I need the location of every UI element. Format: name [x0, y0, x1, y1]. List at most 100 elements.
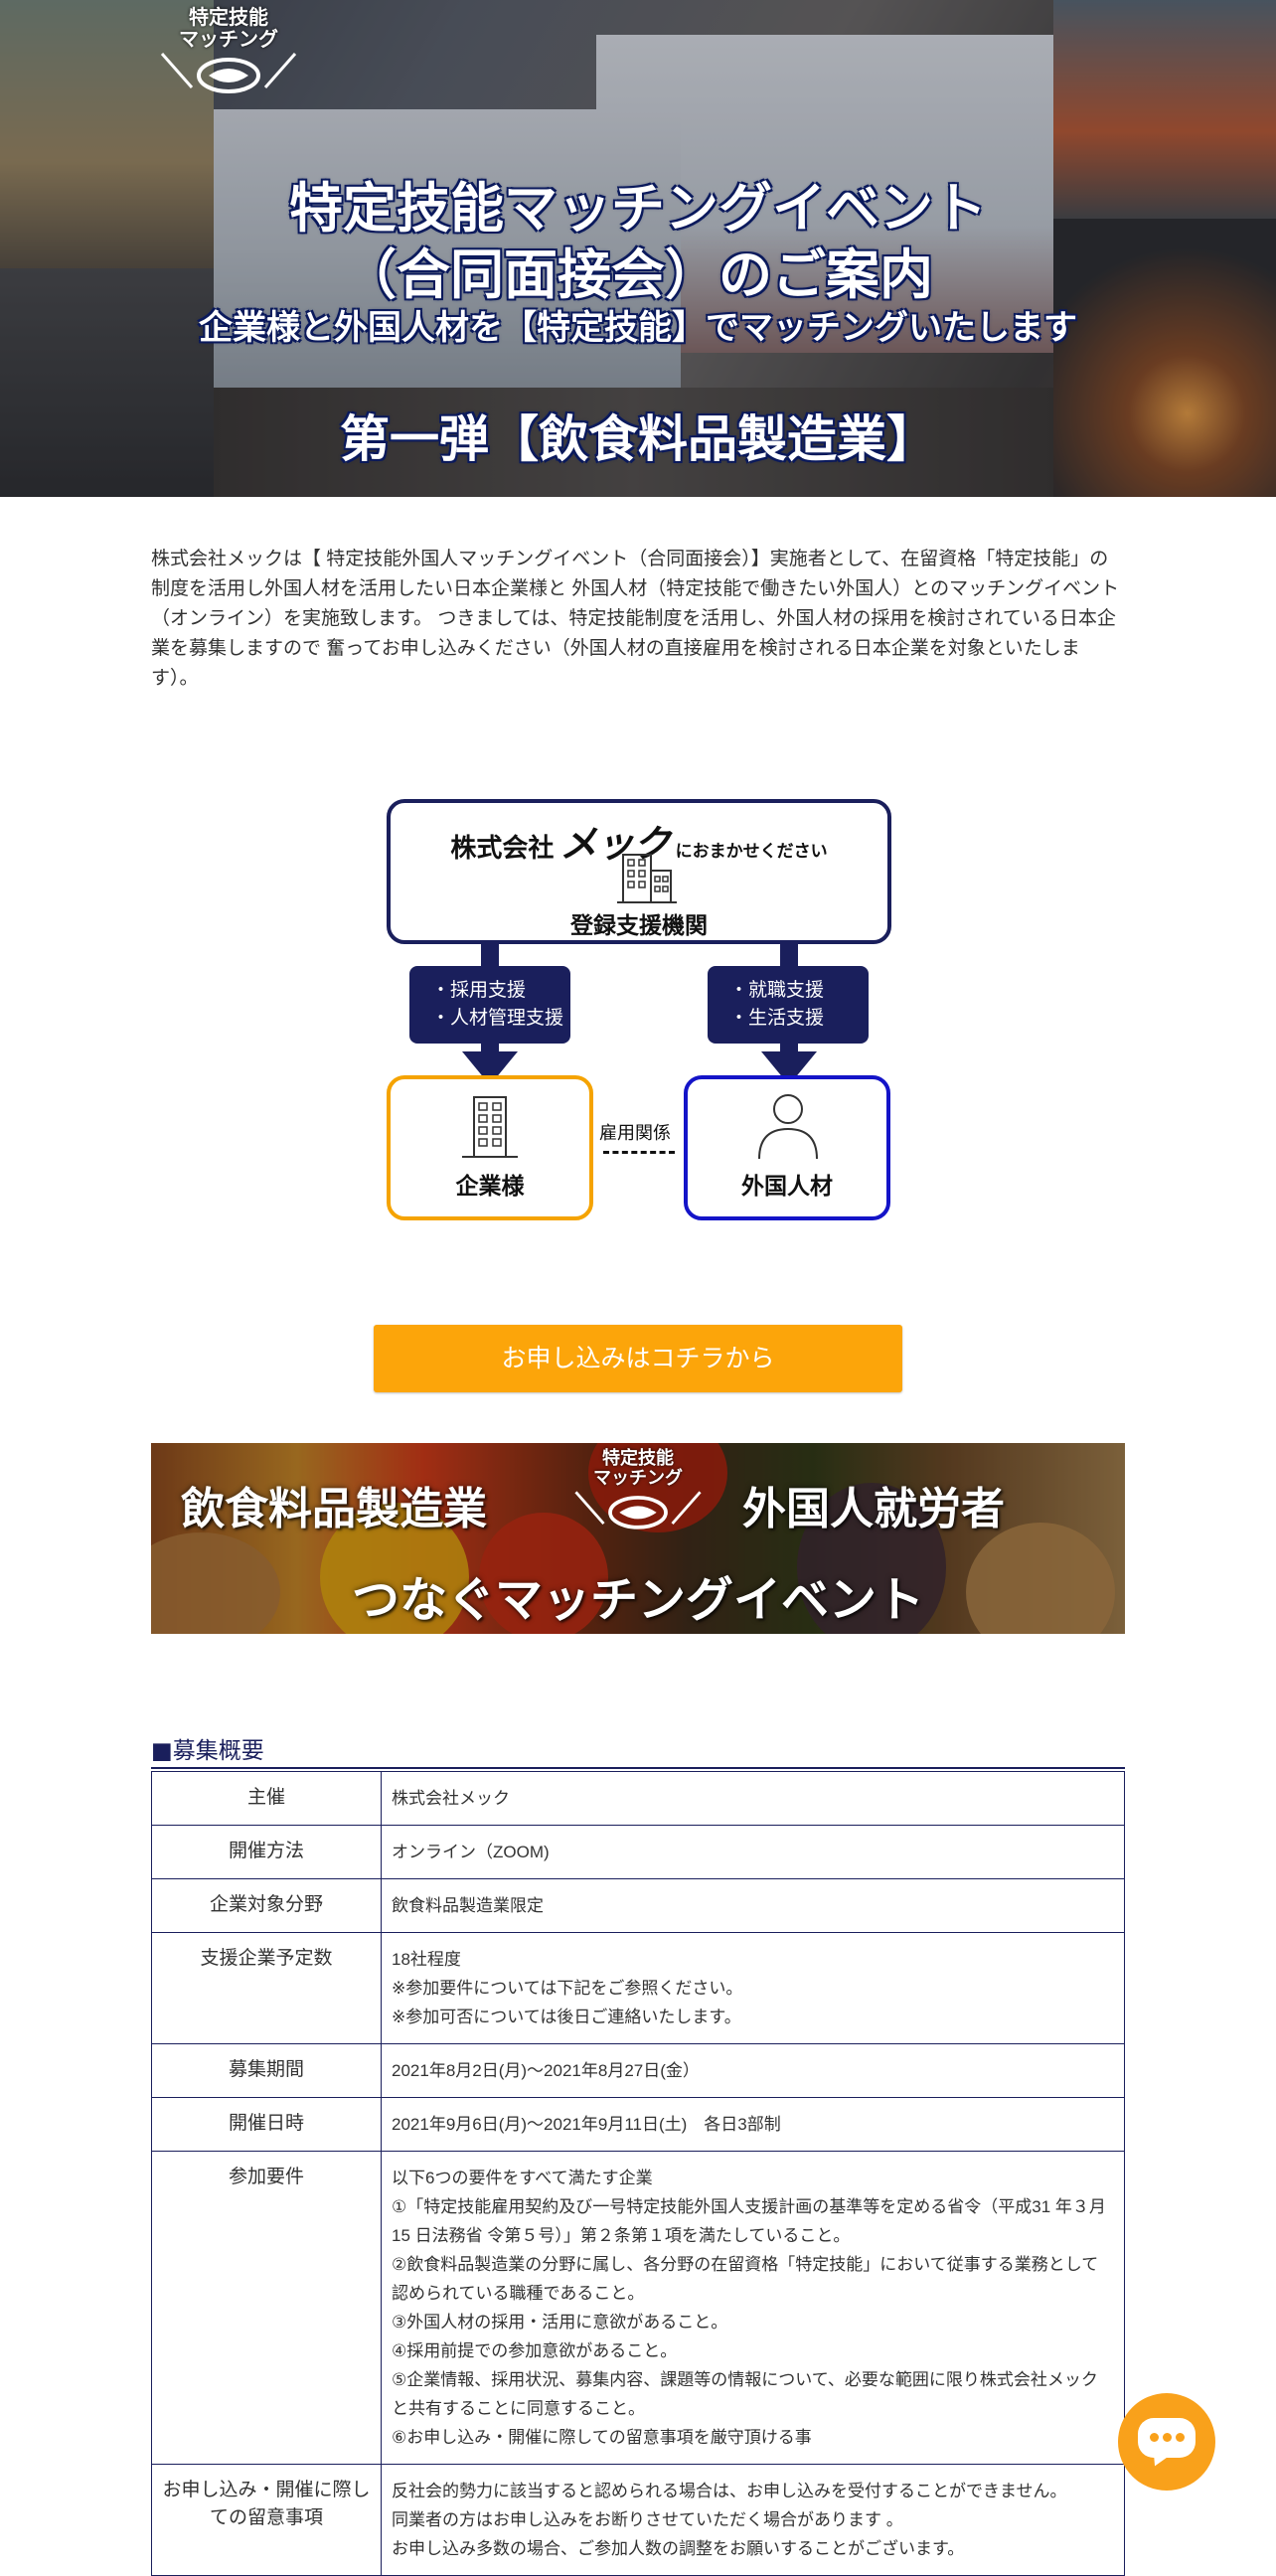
row-label: お申し込み・開催に際しての留意事項 — [151, 2464, 382, 2576]
banner-logo-line2: マッチング — [593, 1468, 683, 1489]
row-value: 飲食料品製造業限定 — [381, 1878, 1125, 1933]
foreign-worker-label: 外国人材 — [741, 1174, 833, 1200]
row-value: 2021年8月2日(月)～2021年8月27日(金） — [381, 2043, 1125, 2098]
handshake-icon — [574, 1491, 702, 1530]
support-org-box: 株式会社 メック におまかせください 登録支援機関 — [387, 799, 891, 944]
support-diagram: 株式会社 メック におまかせください 登録支援機関 ・採用支援 ・人材管理支援 … — [383, 795, 899, 1222]
banner-industry: 飲食料品製造業 — [181, 1484, 487, 1534]
chat-dot — [1176, 2433, 1185, 2442]
row-value-line: ②飲食料品製造業の分野に属し、各分野の在留資格「特定技能」において従事する業務と… — [392, 2255, 1099, 2303]
table-row: 募集期間 2021年8月2日(月)～2021年8月27日(金） — [151, 2043, 1125, 2098]
worker-support-2: ・生活支援 — [729, 1007, 825, 1029]
row-value-line: 2021年8月2日(月)～2021年8月27日(金） — [392, 2061, 700, 2080]
table-row: 主催株式会社メック — [151, 1771, 1125, 1826]
building-icon — [617, 854, 677, 903]
hero-logo: 特定技能 マッチング — [149, 6, 308, 101]
banner-workers: 外国人就労者 — [742, 1484, 1005, 1534]
company-suffix: におまかせください — [675, 842, 828, 862]
employer-label: 企業様 — [455, 1174, 525, 1200]
hero-photo-worker-right — [1053, 0, 1276, 219]
table-row: お申し込み・開催に際しての留意事項反社会的勢力に該当すると認められる場合は、お申… — [151, 2464, 1125, 2576]
hero-title-line2: （合同面接会）のご案内 — [343, 243, 933, 306]
hero-logo-line2: マッチング — [179, 27, 278, 51]
employer-support-2: ・人材管理支援 — [431, 1007, 564, 1029]
hero-photo-worker — [0, 0, 214, 268]
row-label: 開催方法 — [151, 1825, 382, 1879]
row-value-line: 2021年9月6日(月)～2021年9月11日(土) 各日3部制 — [392, 2115, 781, 2134]
hero-banner: 特定技能 マッチング 特定技能マッチングイベント （合同面接会）のご案内 企業様… — [0, 0, 1276, 497]
hero-photo-factory — [214, 388, 1053, 497]
row-label: 主催 — [151, 1771, 382, 1826]
row-value-line: 反社会的勢力に該当すると認められる場合は、お申し込みを受付することができません。 — [392, 2482, 1067, 2500]
hero-subtitle: 企業様と外国人材を【特定技能】でマッチングいたします — [199, 308, 1077, 348]
row-value: 18社程度 ※参加要件については下記をご参照ください。 ※参加可否については後日ご連… — [381, 1932, 1125, 2044]
row-value-line: 以下6つの要件をすべて満たす企業 — [392, 2169, 653, 2187]
event-banner: 特定技能 マッチング 飲食料品製造業 外国人就労者 つなぐマッチングイベント — [151, 1443, 1125, 1634]
banner-logo: 特定技能 マッチング — [563, 1449, 713, 1536]
org-label: 登録支援機関 — [570, 913, 708, 939]
row-value: 2021年9月6日(月)～2021年9月11日(土) 各日3部制 — [381, 2097, 1125, 2152]
employment-relation-label: 雇用関係 — [599, 1123, 671, 1144]
foreign-worker-box: 外国人材 — [684, 1075, 890, 1220]
hero-edition: 第一弾【飲食料品製造業】 — [340, 410, 936, 468]
hero-photo-kitchen — [214, 109, 681, 388]
hero-photo-welding — [1053, 219, 1276, 497]
hero-title-line1: 特定技能マッチングイベント — [289, 177, 987, 240]
row-label: 募集期間 — [151, 2043, 382, 2098]
banner-veg-onion — [966, 1523, 1115, 1634]
person-icon — [758, 1094, 818, 1160]
row-value-line: ※参加要件については下記をご参照ください。 — [392, 1979, 743, 1998]
chat-dot — [1150, 2433, 1159, 2442]
apply-button[interactable]: お申し込みはコチラから — [374, 1325, 902, 1392]
chat-dot — [1163, 2433, 1172, 2442]
row-value-line: ⑥お申し込み・開催に際しての留意事項を厳守頂ける事 — [392, 2428, 812, 2447]
row-value-line: お申し込み多数の場合、ご参加人数の調整をお願いすることがございます。 — [392, 2539, 965, 2558]
employment-relation-line — [603, 1151, 675, 1154]
recruit-section-title: ■募集概要 — [151, 1731, 1125, 1769]
row-value-line: ③外国人材の採用・活用に意欲があること。 — [392, 2313, 728, 2332]
row-value-line: ※参加可否については後日ご連絡いたします。 — [392, 2008, 741, 2026]
employer-support-1: ・採用支援 — [431, 979, 527, 1001]
table-row: 開催方法オンライン（ZOOM) — [151, 1825, 1125, 1879]
company-prefix: 株式会社 — [450, 834, 555, 864]
row-label: 企業対象分野 — [151, 1878, 382, 1933]
banner-event: つなぐマッチングイベント — [351, 1572, 924, 1628]
hero-overlay — [0, 0, 1276, 497]
banner-veg-eggplant — [797, 1483, 946, 1634]
employer-support-pill: ・採用支援 ・人材管理支援 — [409, 966, 570, 1044]
row-value: オンライン（ZOOM) — [381, 1825, 1125, 1879]
table-row: 企業対象分野飲食料品製造業限定 — [151, 1878, 1125, 1933]
table-row: 開催日時 2021年9月6日(月)～2021年9月11日(土) 各日3部制 — [151, 2097, 1125, 2152]
arrow-stem-right — [780, 940, 798, 966]
chat-bubble-icon[interactable] — [1118, 2393, 1215, 2491]
worker-support-1: ・就職支援 — [729, 979, 825, 1001]
row-value: 株式会社メック — [381, 1771, 1125, 1826]
banner-logo-line1: 特定技能 — [602, 1448, 674, 1469]
table-row: 支援企業予定数 18社程度 ※参加要件については下記をご参照ください。 ※参加可否につ… — [151, 1932, 1125, 2044]
hero-logo-line1: 特定技能 — [189, 5, 268, 29]
handshake-icon — [160, 53, 297, 93]
company-tagline: 株式会社 メック におまかせください — [391, 813, 887, 868]
row-label: 支援企業予定数 — [151, 1932, 382, 2044]
row-label: 参加要件 — [151, 2151, 382, 2465]
row-value-line: 飲食料品製造業限定 — [392, 1896, 544, 1915]
employer-box: 企業様 — [387, 1075, 593, 1220]
row-value-line: 株式会社メック — [392, 1789, 510, 1808]
row-label: 開催日時 — [151, 2097, 382, 2152]
row-value-line: ④採用前提での参加意欲があること。 — [392, 2341, 678, 2360]
row-value: 反社会的勢力に該当すると認められる場合は、お申し込みを受付することができません。… — [381, 2464, 1125, 2576]
recruit-table: 主催株式会社メック開催方法オンライン（ZOOM)企業対象分野飲食料品製造業限定支… — [151, 1771, 1125, 2576]
building-icon — [462, 1096, 518, 1158]
row-value-line: 18社程度 — [392, 1950, 461, 1969]
row-value-line: 同業者の方はお申し込みをお断りさせていただく場合があります 。 — [392, 2510, 903, 2529]
banner-veg-tomato — [479, 1513, 608, 1634]
arrow-stem-left — [481, 940, 499, 966]
banner-veg-pepper-yellow — [320, 1503, 469, 1634]
hero-photo-steel — [0, 268, 214, 497]
company-name: メック — [559, 822, 671, 866]
banner-shade — [151, 1443, 1125, 1634]
row-value-line: オンライン（ZOOM) — [392, 1843, 550, 1861]
row-value-line: ⑤企業情報、採用状況、募集内容、課題等の情報について、必要な範囲に限り株式会社メ… — [392, 2370, 1098, 2418]
